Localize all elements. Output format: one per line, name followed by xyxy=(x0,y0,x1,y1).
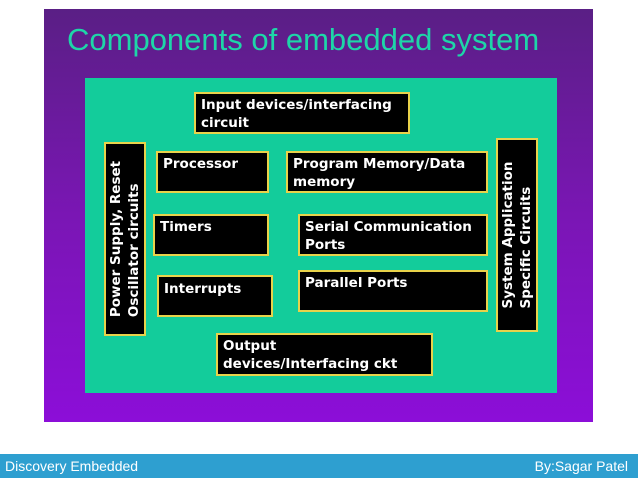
output-devices-label: Output devices/Interfacing ckt xyxy=(223,338,398,372)
slide-title: Components of embedded system xyxy=(67,22,540,57)
footer-left-text: Discovery Embedded xyxy=(5,458,139,474)
footer-bar: Discovery Embedded By:Sagar Patel xyxy=(0,454,638,478)
system-application-box: System Application Specific Circuits xyxy=(496,138,538,332)
processor-box: Processor xyxy=(156,151,269,193)
interrupts-box: Interrupts xyxy=(157,275,273,317)
program-memory-box: Program Memory/Data memory xyxy=(286,151,488,193)
system-application-line1: System Application xyxy=(500,161,516,309)
timers-label: Timers xyxy=(160,219,212,235)
program-memory-label: Program Memory/Data memory xyxy=(293,156,466,190)
serial-ports-label: Serial Communication Ports xyxy=(305,219,472,253)
input-devices-box: Input devices/interfacing circuit xyxy=(194,92,410,134)
processor-label: Processor xyxy=(163,156,238,172)
power-supply-box: Power Supply, Reset Oscillator circuits xyxy=(104,142,146,336)
footer-right-text: By:Sagar Patel xyxy=(534,458,628,474)
timers-box: Timers xyxy=(153,214,269,256)
power-supply-text: Power Supply, Reset Oscillator circuits xyxy=(107,161,143,317)
input-devices-label: Input devices/interfacing circuit xyxy=(201,97,392,131)
parallel-ports-label: Parallel Ports xyxy=(305,275,408,291)
system-application-line2: Specific Circuits xyxy=(518,186,534,309)
power-supply-line2: Oscillator circuits xyxy=(126,183,142,318)
system-application-text: System Application Specific Circuits xyxy=(499,161,535,308)
power-supply-line1: Power Supply, Reset xyxy=(108,160,124,318)
parallel-ports-box: Parallel Ports xyxy=(298,270,488,312)
interrupts-label: Interrupts xyxy=(164,281,242,297)
serial-ports-box: Serial Communication Ports xyxy=(298,214,488,256)
output-devices-box: Output devices/Interfacing ckt xyxy=(216,333,433,376)
